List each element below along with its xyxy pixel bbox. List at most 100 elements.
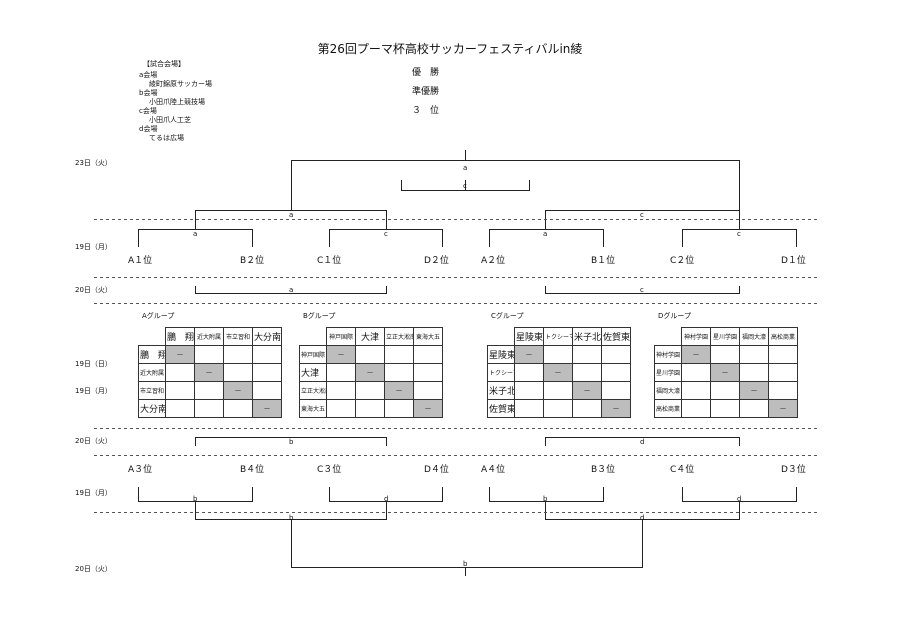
venue-d-label: d会場 (139, 125, 158, 133)
result-cell (739, 363, 769, 382)
date-final: 23日（火） (75, 159, 112, 167)
result-cell (681, 399, 711, 418)
result-cell (514, 381, 544, 400)
mark-r20-left: a (289, 286, 294, 294)
self-match-cell: — (601, 399, 631, 418)
table-row: 鵬 翔 近大附属 市立習和 大分南 (138, 327, 282, 346)
row-header: 市立習和 (138, 381, 166, 400)
venue-b-name: 小田爪陸上競技場 (149, 98, 205, 106)
result-cell (413, 381, 443, 400)
col-header: 大分南 (252, 327, 282, 346)
col-header: 市立習和 (223, 327, 253, 346)
result-cell (601, 345, 631, 364)
result-runner-up: 準優勝 (412, 87, 440, 97)
table-row: 神村学園 — (654, 345, 798, 364)
mark-low19-3: b (543, 495, 548, 503)
group-a-name: Aグループ (142, 312, 175, 320)
row-header: 高松商業 (654, 399, 682, 418)
low20-right-bracket (545, 437, 740, 446)
venue-a-name: 綾町錦原サッカー場 (149, 80, 212, 88)
result-cell (326, 381, 356, 400)
result-cell (223, 345, 253, 364)
r20-right-bracket (545, 286, 740, 294)
mark-low20-right: d (640, 438, 645, 446)
col-header: 近大附属 (194, 327, 224, 346)
result-cell (514, 399, 544, 418)
col-header: 神戸国際 (326, 327, 356, 346)
seed-lower-5: A４位 (481, 465, 506, 475)
mark-low-final: b (463, 560, 468, 568)
table-row: 市立習和 — (138, 381, 282, 400)
mark-qf-3: a (543, 230, 548, 238)
table-row: 鵬 翔 — (138, 345, 282, 364)
group-b-table: 神戸国際 大津 立正大淞南 東海大五 神戸国際 — 大津 — 立正大淞南 — 東… (299, 327, 443, 418)
seed-upper-8: D１位 (781, 256, 806, 266)
result-cell (355, 345, 385, 364)
mark-semi-left: a (289, 211, 294, 219)
group-c-name: Cグループ (491, 312, 524, 320)
group-d-name: Dグループ (658, 312, 691, 320)
date-group-2: 19日（月） (75, 387, 112, 395)
date-20-upper: 20日（火） (75, 286, 112, 294)
row-header: 佐賀東 (487, 399, 515, 418)
mark-final: a (463, 164, 468, 172)
row-header: 鵬 翔 (138, 345, 166, 364)
result-winner: 優 勝 (412, 68, 440, 78)
date-19-lower: 19日（月） (75, 489, 112, 497)
low-final-bracket (291, 519, 643, 568)
self-match-cell: — (739, 381, 769, 400)
table-row: 星陵東 トクシーマ 米子北 佐賀東 (487, 327, 631, 346)
result-cell (601, 381, 631, 400)
qf-2-bracket (329, 229, 443, 247)
table-row: トクシーマ — (487, 363, 631, 382)
result-cell (601, 363, 631, 382)
page-title: 第26回プーマ杯高校サッカーフェスティバルin綾 (317, 42, 583, 56)
seed-lower-1: A３位 (128, 465, 153, 475)
venue-c-label: c会場 (139, 107, 157, 115)
result-cell (413, 345, 443, 364)
result-cell (194, 399, 224, 418)
seed-upper-4: D２位 (424, 256, 449, 266)
self-match-cell: — (413, 399, 443, 418)
row-header: 近大附属 (138, 363, 166, 382)
seed-upper-5: A２位 (481, 256, 506, 266)
col-header: 米子北 (572, 327, 602, 346)
mark-qf-4: c (737, 230, 741, 238)
result-cell (223, 399, 253, 418)
venue-header: 【試合会場】 (143, 60, 185, 68)
seed-lower-2: B４位 (240, 465, 265, 475)
seed-upper-6: B１位 (591, 256, 616, 266)
result-cell (194, 345, 224, 364)
result-cell (572, 363, 602, 382)
group-c-table: 星陵東 トクシーマ 米子北 佐賀東 星陵東 — トクシーマ — 米子北 — 佐賀… (487, 327, 631, 418)
result-cell (384, 345, 414, 364)
table-row: 神戸国際 — (299, 345, 443, 364)
mark-r20-right: c (640, 286, 644, 294)
result-cell (543, 345, 573, 364)
self-match-cell: — (384, 381, 414, 400)
seed-upper-3: C１位 (317, 256, 342, 266)
seed-upper-1: A１位 (128, 256, 153, 266)
table-row: 東海大五 — (299, 399, 443, 418)
qf-4-bracket (682, 229, 797, 247)
qf-1-bracket (138, 229, 253, 247)
self-match-cell: — (768, 399, 798, 418)
self-match-cell: — (355, 363, 385, 382)
mark-low19-2: d (384, 495, 389, 503)
col-header: 神村学園 (681, 327, 711, 346)
result-cell (252, 345, 282, 364)
col-header: 東海大五 (413, 327, 443, 346)
seed-upper-2: B２位 (240, 256, 265, 266)
result-cell (543, 399, 573, 418)
result-cell (165, 381, 195, 400)
seed-lower-8: D３位 (781, 465, 806, 475)
self-match-cell: — (572, 381, 602, 400)
result-cell (194, 381, 224, 400)
col-header: トクシーマ (543, 327, 573, 346)
row-header: 星川学園 (654, 363, 682, 382)
col-header: 星川学園 (710, 327, 740, 346)
table-row: 近大附属 — (138, 363, 282, 382)
mark-qf-1: a (193, 230, 198, 238)
date-20-bottom: 20日（火） (75, 565, 112, 573)
